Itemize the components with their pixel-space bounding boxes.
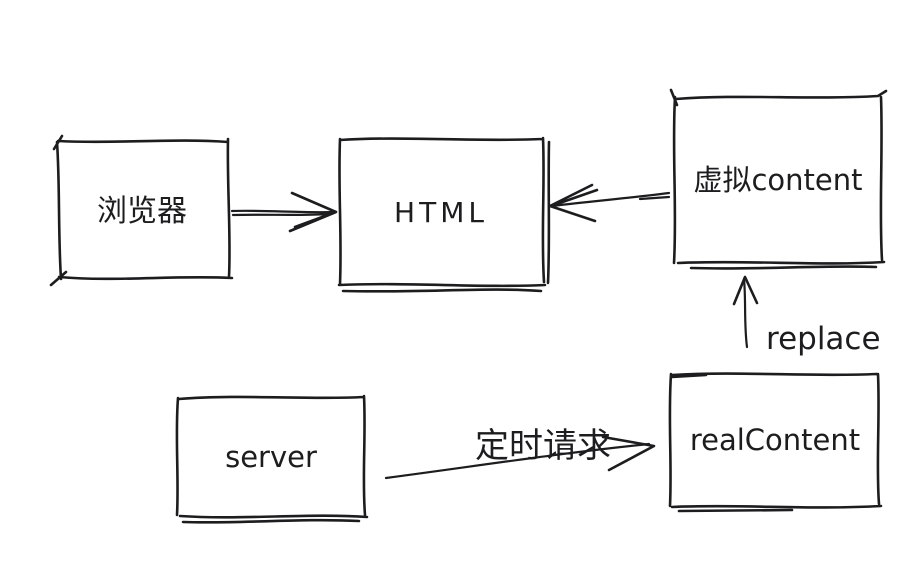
- browser-to-html-arrowhead-icon: [288, 191, 338, 233]
- html-box: [337, 136, 551, 293]
- node-real-content: realContent: [668, 372, 883, 513]
- virtual-to-html-arrowhead-icon: [548, 183, 599, 223]
- virtual-content-label: 虚拟content: [693, 163, 862, 197]
- server-label: server: [225, 440, 317, 474]
- node-virtual-content: 虚拟content: [669, 88, 888, 270]
- browser-label: 浏览器: [97, 195, 187, 228]
- browser-box: [49, 134, 234, 287]
- browser-to-html-arrow-shaft: [230, 209, 336, 217]
- server-to-real-arrowhead-icon: [601, 435, 656, 472]
- edge-browser-to-html: [230, 191, 338, 233]
- replace-edge-label: replace: [766, 321, 881, 357]
- virtual-to-html-arrow-shaft: [550, 191, 671, 208]
- virtual-content-box: [669, 88, 888, 270]
- edge-real-to-virtual: replace: [732, 275, 881, 357]
- node-server: server: [175, 394, 369, 524]
- node-browser: 浏览器: [49, 134, 234, 287]
- server-box: [175, 394, 369, 524]
- edge-virtual-to-html: [548, 183, 671, 223]
- server-to-real-arrow-shaft: [384, 442, 651, 480]
- edge-server-to-real: 定时请求: [384, 427, 656, 480]
- timed-request-edge-label: 定时请求: [475, 427, 611, 465]
- real-content-box: [668, 372, 883, 513]
- real-to-virtual-arrow-shaft: [742, 277, 749, 349]
- real-content-label: realContent: [690, 423, 860, 457]
- node-html: HTML: [337, 136, 551, 293]
- real-to-virtual-arrowhead-icon: [732, 275, 759, 306]
- html-label: HTML: [394, 196, 488, 229]
